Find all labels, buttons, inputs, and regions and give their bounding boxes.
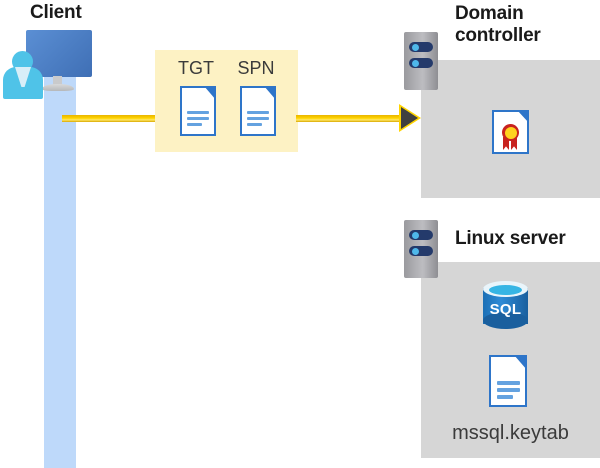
linux-server-label: Linux server <box>455 228 566 249</box>
server-led <box>412 247 419 255</box>
server-led <box>412 43 419 51</box>
document-text-line <box>497 381 520 385</box>
sql-database-icon: SQL <box>483 281 528 331</box>
keytab-document-icon <box>489 355 527 407</box>
connector-line-right <box>296 115 404 122</box>
keytab-filename-label: mssql.keytab <box>452 422 569 444</box>
certificate-ribbon-right <box>511 137 517 150</box>
monitor-base-icon <box>42 84 74 91</box>
tgt-label: TGT <box>178 58 214 78</box>
arrow-head-icon <box>401 107 418 129</box>
client-lifeline <box>44 60 76 468</box>
database-bottom <box>483 312 528 329</box>
document-text-line <box>187 123 202 126</box>
server-slot <box>409 246 433 256</box>
document-text-line <box>497 388 520 392</box>
document-text-line <box>497 395 513 399</box>
domain-controller-label: Domain controller <box>455 3 600 47</box>
user-with-monitor-icon <box>0 0 100 100</box>
database-top-surface <box>489 284 522 295</box>
server-led <box>412 231 419 239</box>
spn-document-icon <box>240 86 276 136</box>
client-label: Client <box>30 2 82 23</box>
document-text-line <box>187 111 209 114</box>
certificate-icon <box>492 110 529 154</box>
document-text-line <box>247 123 262 126</box>
tgt-document-icon <box>180 86 216 136</box>
document-text-line <box>187 117 209 120</box>
domain-controller-label-line2: controller <box>455 25 541 46</box>
server-slot <box>409 58 433 68</box>
person-head-icon <box>12 51 33 72</box>
server-led <box>412 59 419 67</box>
domain-controller-label-line1: Domain <box>455 3 524 24</box>
sql-label: SQL <box>489 301 522 318</box>
server-slot <box>409 42 433 52</box>
server-slot <box>409 230 433 240</box>
spn-label: SPN <box>237 58 275 78</box>
document-text-line <box>247 117 269 120</box>
document-text-line <box>247 111 269 114</box>
certificate-seal-inner <box>504 126 517 139</box>
monitor-neck-icon <box>53 76 62 86</box>
connector-line-left <box>62 115 157 122</box>
certificate-ribbon-left <box>503 137 509 150</box>
